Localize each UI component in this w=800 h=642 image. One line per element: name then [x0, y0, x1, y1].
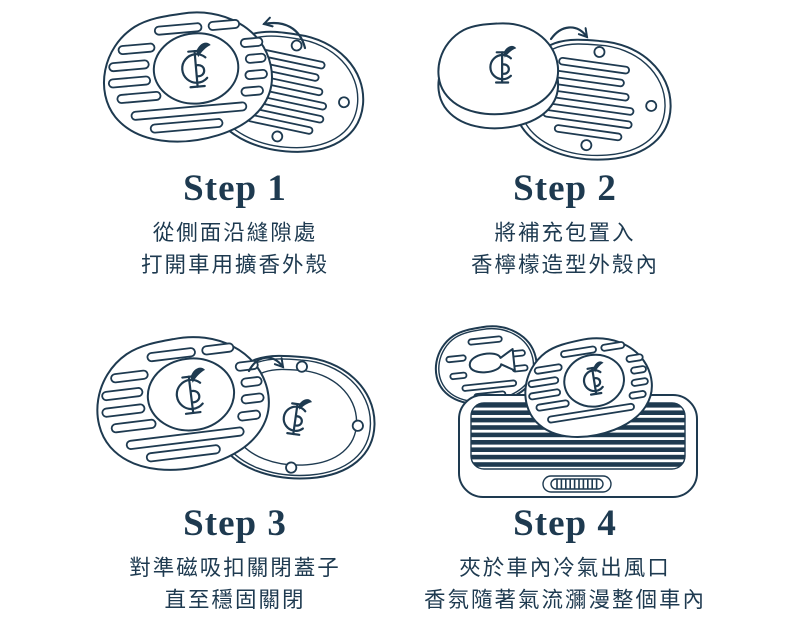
- step-1-line-1: 從側面沿縫隙處: [152, 220, 318, 245]
- vent-clip-illustration: [427, 323, 703, 499]
- brand-monogram-icon: [282, 399, 312, 436]
- step-3-section: Step 3 對準磁吸扣關閉蓋子直至穩固關閉: [70, 323, 400, 616]
- step-3-line-1: 對準磁吸扣關閉蓋子: [129, 556, 341, 581]
- airflow-icon: [469, 349, 515, 375]
- step-2-title: Step 2: [513, 168, 617, 209]
- curved-arrow-icon: [247, 356, 285, 373]
- step-4-line-1: 夾於車內冷氣出風口: [459, 556, 671, 581]
- brand-monogram-icon: [174, 368, 206, 415]
- step-3-description: 對準磁吸扣關閉蓋子直至穩固關閉: [129, 552, 341, 617]
- curved-arrow-icon: [262, 16, 307, 50]
- step-4-title: Step 4: [513, 503, 617, 545]
- diffuser-on-vent: [518, 330, 659, 445]
- refill-puck: [438, 23, 558, 128]
- shell-front-cover: [89, 328, 276, 479]
- shell-front-cover: [98, 6, 277, 148]
- vent-dial-ridges: [556, 479, 598, 490]
- close-lid-illustration: [85, 327, 385, 499]
- vent-dial: [543, 476, 611, 492]
- diffuser-airflow-badge: [432, 323, 540, 409]
- step-3-title: Step 3: [183, 503, 287, 545]
- step-1-illustration: [70, 6, 400, 164]
- step-2-line-1: 將補充包置入: [494, 220, 636, 245]
- step-4-section: Step 4 夾於車內冷氣出風口香氛隨著氣流瀰漫整個車內: [400, 323, 730, 616]
- step-2-line-2: 香檸檬造型外殼內: [470, 253, 659, 278]
- step-4-illustration: [400, 323, 730, 499]
- step-2-illustration: [400, 6, 730, 164]
- brand-monogram-icon: [180, 42, 211, 88]
- open-shell-illustration: [90, 6, 380, 164]
- brand-monogram-icon: [581, 361, 604, 396]
- curved-arrow-icon: [549, 26, 589, 41]
- step-4-line-2: 香氛隨著氣流瀰漫整個車內: [423, 588, 706, 613]
- brand-monogram-icon: [490, 45, 517, 83]
- step-2-section: Step 2 將補充包置入香檸檬造型外殼內: [400, 6, 730, 281]
- step-1-description: 從側面沿縫隙處打開車用擴香外殼: [141, 217, 329, 282]
- step-2-description: 將補充包置入香檸檬造型外殼內: [471, 217, 659, 282]
- step-1-title: Step 1: [183, 168, 287, 209]
- step-1-line-2: 打開車用擴香外殼: [140, 253, 329, 278]
- step-4-description: 夾於車內冷氣出風口香氛隨著氣流瀰漫整個車內: [424, 552, 706, 617]
- refill-into-shell-illustration: [425, 19, 705, 164]
- step-3-line-2: 直至穩固關閉: [164, 588, 306, 613]
- steps-grid: Step 1 從側面沿縫隙處打開車用擴香外殼: [70, 0, 730, 617]
- step-3-illustration: [70, 323, 400, 499]
- step-1-section: Step 1 從側面沿縫隙處打開車用擴香外殼: [70, 6, 400, 281]
